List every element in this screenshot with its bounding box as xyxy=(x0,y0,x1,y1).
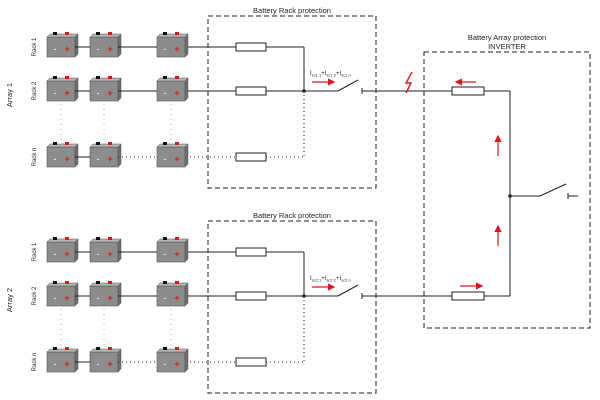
rack-label-a2-r2: Rack 2 xyxy=(32,286,38,305)
battery-plus-label: + xyxy=(107,154,112,164)
battery-plus-label: + xyxy=(64,293,69,303)
battery-minus-label: - xyxy=(54,88,57,98)
battery-icon: -+ xyxy=(46,237,79,263)
rack-label-a1-r1: Rack 1 xyxy=(32,37,38,56)
battery-icon: -+ xyxy=(156,347,189,373)
battery-minus-label: - xyxy=(164,293,167,303)
battery-minus-label: - xyxy=(97,293,100,303)
fuse-a2-r2 xyxy=(235,291,267,301)
wiring-array-1 xyxy=(186,46,470,158)
fuses xyxy=(235,42,485,367)
battery-minus-label: - xyxy=(97,249,100,259)
rack-protection-box-1 xyxy=(207,15,377,189)
rack-continuation-dots xyxy=(60,104,172,348)
battery-minus-label: - xyxy=(164,249,167,259)
battery-icon: -+ xyxy=(89,32,122,58)
wiring-inverter xyxy=(484,90,578,297)
battery-plus-label: + xyxy=(174,154,179,164)
battery-icon: -+ xyxy=(89,347,122,373)
battery-minus-label: - xyxy=(54,249,57,259)
fuse-a1-r1 xyxy=(235,42,267,52)
battery-minus-label: - xyxy=(97,88,100,98)
rack-label-a2-r1: Rack 1 xyxy=(32,242,38,261)
battery-plus-label: + xyxy=(64,88,69,98)
battery-icon: -+ xyxy=(46,76,79,102)
array-2-label: Array 2 xyxy=(5,288,14,312)
battery-plus-label: + xyxy=(174,249,179,259)
battery-minus-label: - xyxy=(54,154,57,164)
junction-array-2 xyxy=(302,294,306,298)
battery-icon: -+ xyxy=(156,32,189,58)
battery-plus-label: + xyxy=(174,293,179,303)
battery-icon: -+ xyxy=(46,142,79,168)
rack-protection-label-2: Battery Rack protection xyxy=(253,211,331,220)
battery-minus-label: - xyxy=(97,359,100,369)
junction-inverter xyxy=(508,194,512,198)
current-label-array-1: Isc1.1+Isc1.2+Isc1.n xyxy=(310,71,351,78)
battery-icon: -+ xyxy=(156,281,189,307)
array-1-label: Array 1 xyxy=(5,83,14,107)
battery-icon: -+ xyxy=(89,237,122,263)
rack-protection-label-1: Battery Rack protection xyxy=(253,6,331,15)
battery-minus-label: - xyxy=(54,359,57,369)
battery-groups: -+-+-+-+-+-+-+-+-+-+-+-+-+-+-+-+-+-+ xyxy=(46,32,189,373)
battery-minus-label: - xyxy=(54,44,57,54)
battery-icon: -+ xyxy=(89,142,122,168)
fuse-a2-r1 xyxy=(235,247,267,257)
fuse-a1-rn xyxy=(235,152,267,162)
battery-plus-label: + xyxy=(64,44,69,54)
rack-label-a2-rn: Rack n xyxy=(32,353,38,372)
battery-icon: -+ xyxy=(46,281,79,307)
rack-label-a1-r2: Rack 2 xyxy=(32,81,38,100)
battery-plus-label: + xyxy=(174,44,179,54)
battery-icon: -+ xyxy=(156,76,189,102)
battery-minus-label: - xyxy=(97,44,100,54)
current-label-array-2: Isc2.1+Isc2.2+Isc2.n xyxy=(310,276,351,283)
battery-plus-label: + xyxy=(64,154,69,164)
battery-plus-label: + xyxy=(107,293,112,303)
battery-icon: -+ xyxy=(89,76,122,102)
battery-plus-label: + xyxy=(64,249,69,259)
battery-icon: -+ xyxy=(46,32,79,58)
current-arrows xyxy=(312,78,502,291)
battery-plus-label: + xyxy=(174,88,179,98)
battery-minus-label: - xyxy=(164,44,167,54)
wiring-array-2 xyxy=(186,251,470,363)
array-protection-label: Battery Array protection xyxy=(468,33,546,42)
battery-minus-label: - xyxy=(164,359,167,369)
array-protection-box xyxy=(423,51,591,329)
battery-plus-label: + xyxy=(107,249,112,259)
battery-plus-label: + xyxy=(174,359,179,369)
fuse-a1-r2 xyxy=(235,86,267,96)
inverter-label: INVERTER xyxy=(488,42,526,51)
battery-minus-label: - xyxy=(164,88,167,98)
battery-plus-label: + xyxy=(107,44,112,54)
battery-minus-label: - xyxy=(97,154,100,164)
rack-label-a1-rn: Rack n xyxy=(32,148,38,167)
battery-icon: -+ xyxy=(156,142,189,168)
battery-plus-label: + xyxy=(64,359,69,369)
fault-lightning-icon xyxy=(404,71,413,94)
battery-icon: -+ xyxy=(89,281,122,307)
junction-array-1 xyxy=(302,89,306,93)
battery-icon: -+ xyxy=(46,347,79,373)
battery-plus-label: + xyxy=(107,88,112,98)
rack-protection-box-2 xyxy=(207,220,377,394)
battery-minus-label: - xyxy=(164,154,167,164)
battery-plus-label: + xyxy=(107,359,112,369)
fuse-a2-rn xyxy=(235,357,267,367)
battery-icon: -+ xyxy=(156,237,189,263)
battery-minus-label: - xyxy=(54,293,57,303)
fuse-inverter-1 xyxy=(451,86,485,96)
fuse-inverter-2 xyxy=(451,291,485,301)
